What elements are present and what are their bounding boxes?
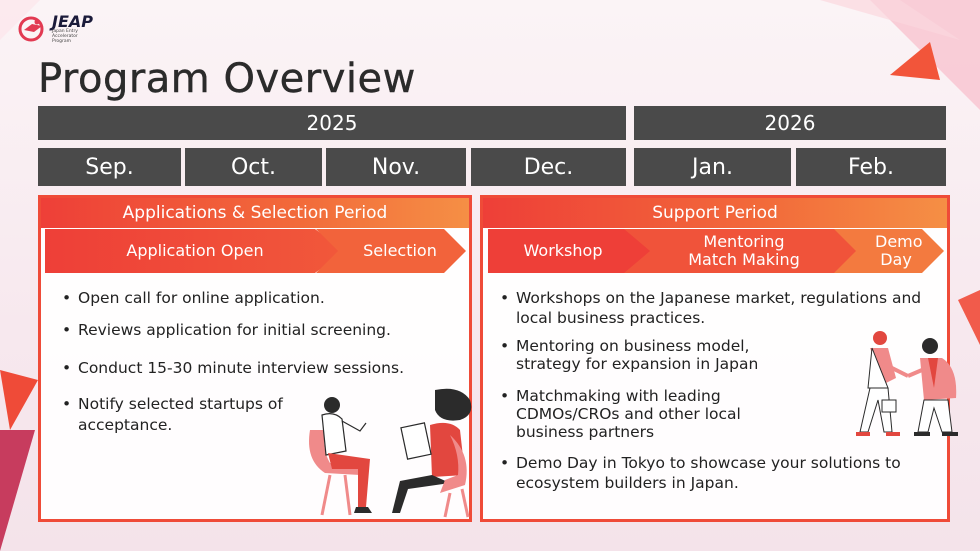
stage-mentoring-matchmaking: Mentoring Match Making xyxy=(624,229,864,273)
jeap-logo: JEAP Japan Entry Accelerator Program xyxy=(18,14,96,45)
stage-application-open: Application Open xyxy=(45,229,345,273)
stage-selection-label: Selection xyxy=(363,240,437,260)
year-2026-bar: 2026 xyxy=(634,106,946,140)
stage-workshop-label: Workshop xyxy=(523,240,603,260)
list-item: Mentoring on business model, strategy fo… xyxy=(498,337,788,374)
stage-application-open-label: Application Open xyxy=(126,240,264,260)
list-item: Notify selected startups of acceptance. xyxy=(60,394,300,434)
list-item: Conduct 15-30 minute interview sessions. xyxy=(60,358,430,378)
list-item: Reviews application for initial screenin… xyxy=(60,320,430,340)
stage-demo-day-label: Demo Day xyxy=(875,231,923,269)
logo-subtitle: Japan Entry Accelerator Program xyxy=(52,29,78,44)
month-jan: Jan. xyxy=(634,148,791,186)
handshake-illustration xyxy=(856,331,958,436)
month-feb: Feb. xyxy=(796,148,946,186)
right-bullet-list: Workshops on the Japanese market, regula… xyxy=(498,288,938,494)
month-sep: Sep. xyxy=(38,148,181,186)
month-oct: Oct. xyxy=(185,148,322,186)
stage-demo-day: Demo Day xyxy=(834,229,944,273)
stage-workshop: Workshop xyxy=(488,229,656,273)
applications-selection-header: Applications & Selection Period xyxy=(41,198,469,228)
interview-illustration xyxy=(309,388,472,518)
page-title: Program Overview xyxy=(38,56,416,102)
logo-mark-icon xyxy=(18,16,44,42)
year-2025-bar: 2025 xyxy=(38,106,626,140)
month-nov: Nov. xyxy=(326,148,466,186)
stage-mentoring-label: Mentoring Match Making xyxy=(688,231,800,269)
logo-name: JEAP xyxy=(52,12,93,31)
left-bullet-list: Open call for online application. Review… xyxy=(60,288,430,435)
list-item: Matchmaking with leading CDMOs/CROs and … xyxy=(498,387,768,441)
stage-selection: Selection xyxy=(316,229,466,273)
list-item: Workshops on the Japanese market, regula… xyxy=(498,288,938,328)
month-dec: Dec. xyxy=(471,148,626,186)
list-item: Demo Day in Tokyo to showcase your solut… xyxy=(498,453,938,493)
list-item: Open call for online application. xyxy=(60,288,430,308)
support-period-header: Support Period xyxy=(483,198,947,228)
